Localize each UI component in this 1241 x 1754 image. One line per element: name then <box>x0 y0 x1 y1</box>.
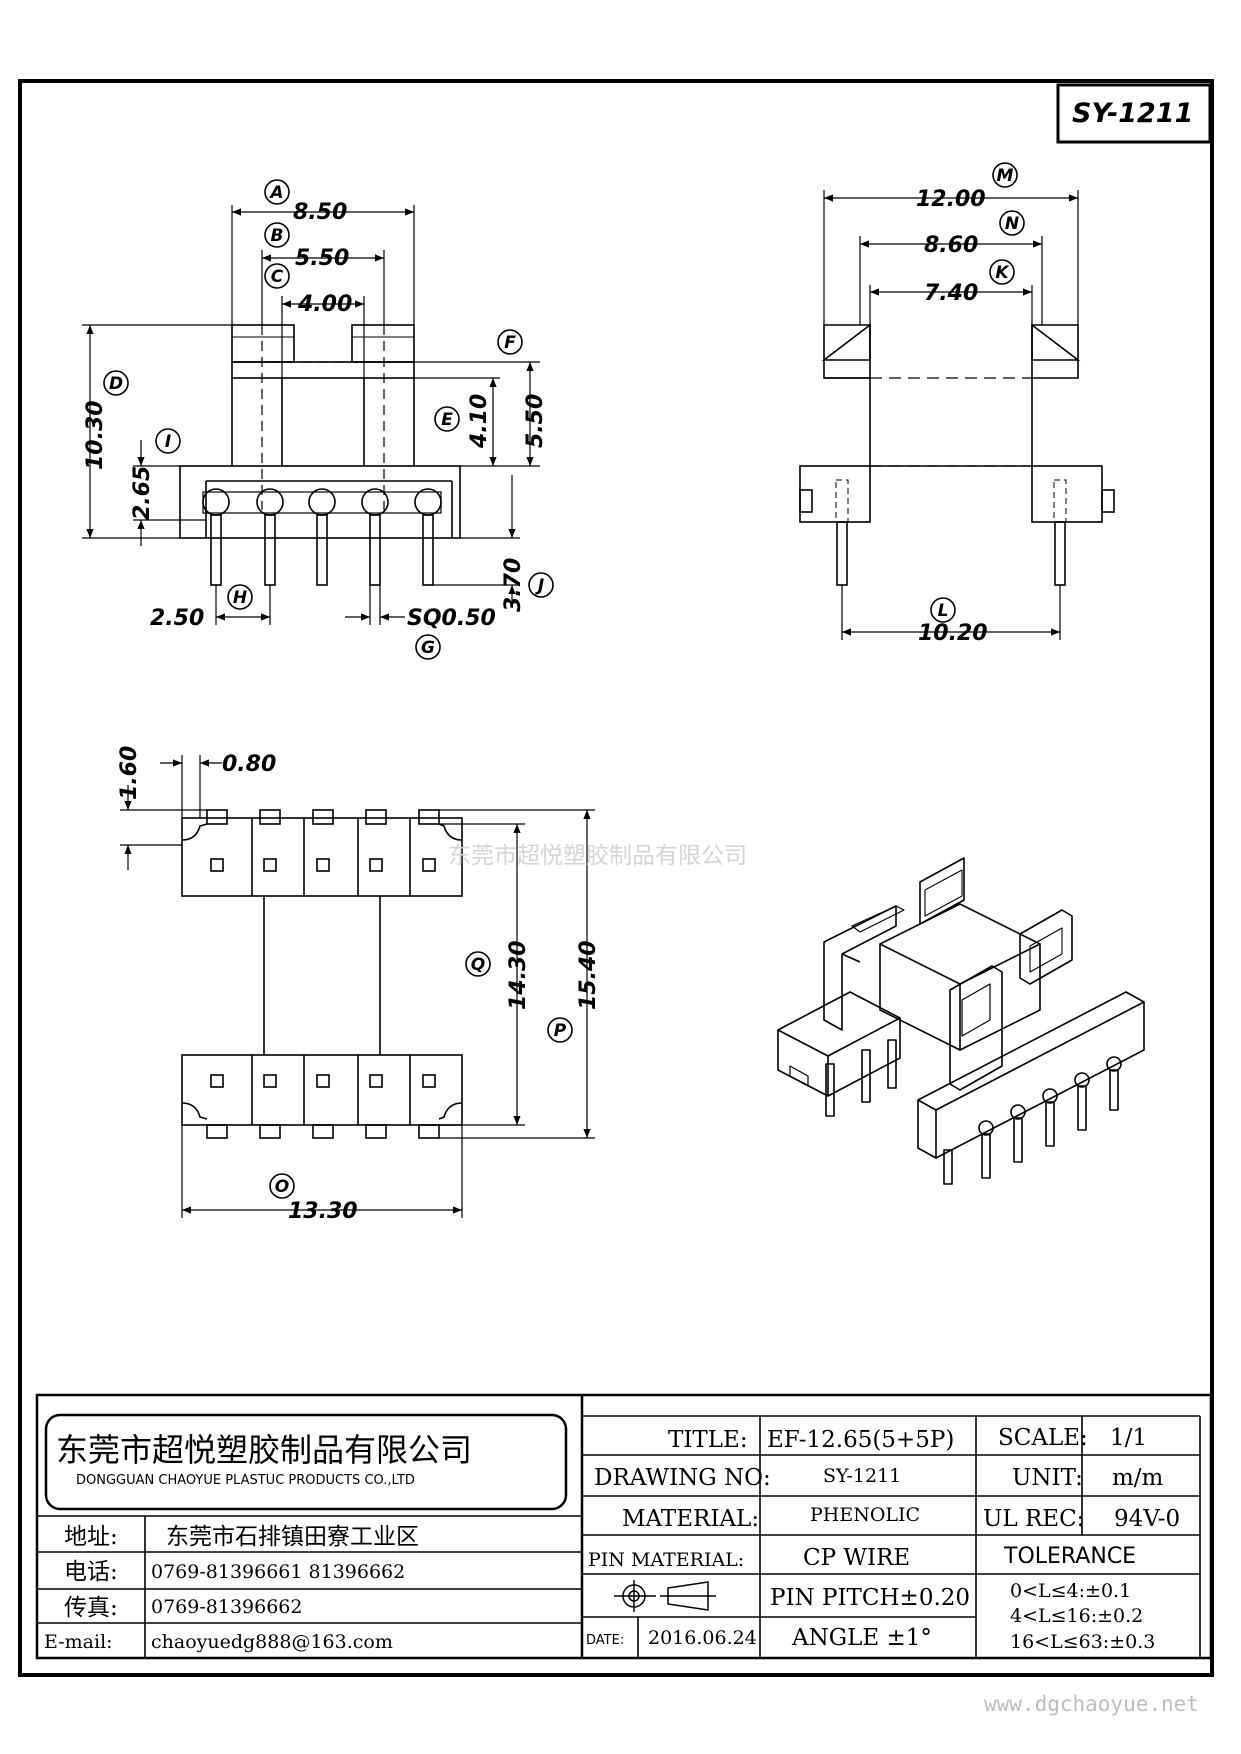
date-label: DATE: <box>586 1633 624 1648</box>
dim-a-value: 8.50 <box>293 200 347 225</box>
front-view-callout-letters: A B C D F E I J H G <box>109 183 544 658</box>
fax-value: 0769-81396662 <box>151 1596 302 1618</box>
angle: ANGLE ±1° <box>791 1625 932 1651</box>
callout-f: F <box>504 333 516 353</box>
dim-1-60-value: 1.60 <box>117 746 142 800</box>
dim-p-value: 15.40 <box>576 940 601 1010</box>
pin-material-value: CP WIRE <box>803 1545 910 1571</box>
ul-label: UL REC: <box>983 1506 1084 1532</box>
address-value: 东莞市石排镇田寮工业区 <box>166 1524 419 1550</box>
dim-b-value: 5.50 <box>295 246 349 271</box>
dim-f-value: 5.50 <box>523 394 548 448</box>
callout-a: A <box>268 183 283 203</box>
projection-symbol-icon <box>614 1580 716 1612</box>
address-label: 地址: <box>64 1524 118 1550</box>
side-view-callouts <box>930 162 1025 623</box>
callout-d: D <box>109 374 123 394</box>
watermark: 东莞市超悦塑胶制品有限公司 <box>448 843 747 869</box>
dim-k-value: 7.40 <box>924 281 978 306</box>
tel-label: 电话: <box>64 1559 118 1585</box>
drawing-no-value: SY-1211 <box>823 1465 901 1487</box>
dim-i-value: 2.65 <box>130 466 155 520</box>
callout-m: M <box>997 166 1014 186</box>
title-block-text: 东莞市超悦塑胶制品有限公司 DONGGUAN CHAOYUE PLASTUC P… <box>44 1425 1180 1653</box>
side-view-dimensions <box>823 190 1079 640</box>
dim-h-value: 2.50 <box>150 606 204 631</box>
drawing-no-label: DRAWING NO: <box>594 1465 771 1491</box>
front-view <box>179 324 461 586</box>
title-label: TITLE: <box>668 1427 748 1453</box>
callout-b: B <box>271 226 284 246</box>
side-view-dim-texts: 12.00 8.60 7.40 10.20 <box>916 187 988 646</box>
fax-label: 传真: <box>64 1595 118 1621</box>
material-value: PHENOLIC <box>810 1504 920 1526</box>
callout-c: C <box>271 267 284 287</box>
front-view-callouts <box>103 179 554 660</box>
callout-o: O <box>275 1177 289 1197</box>
material-label: MATERIAL: <box>622 1506 759 1532</box>
side-view-callout-letters: M N K L <box>938 166 1020 621</box>
unit-value: m/m <box>1112 1465 1164 1491</box>
dim-e-value: 4.10 <box>467 394 492 449</box>
callout-h: H <box>233 588 247 608</box>
tolerance-2: 4<L≤16:±0.2 <box>1010 1605 1143 1627</box>
callout-e: E <box>441 410 453 430</box>
top-view-dim-texts: 1.60 0.80 14.30 15.40 13.30 <box>117 746 601 1224</box>
isometric-view <box>777 857 1145 1185</box>
dim-g-value: SQ0.50 <box>407 606 496 631</box>
dim-c-value: 4.00 <box>297 292 352 317</box>
callout-g: G <box>421 638 435 658</box>
side-view <box>799 323 1115 586</box>
part-number: SY-1211 <box>1072 98 1193 129</box>
sheet-border <box>18 79 1214 1677</box>
callout-l: L <box>938 601 949 621</box>
dim-n-value: 8.60 <box>924 233 978 258</box>
tel-value: 0769-81396661 81396662 <box>151 1561 405 1583</box>
company-name-en: DONGGUAN CHAOYUE PLASTUC PRODUCTS CO.,LT… <box>76 1473 415 1488</box>
dim-j-value: 3.70 <box>501 558 526 612</box>
pin-pitch: PIN PITCH±0.20 <box>770 1585 970 1611</box>
dim-o-value: 13.30 <box>288 1199 358 1224</box>
top-view <box>181 809 463 1139</box>
front-view-dimensions <box>82 205 540 625</box>
dim-m-value: 12.00 <box>916 187 986 212</box>
tolerance-3: 16<L≤63:±0.3 <box>1010 1631 1155 1653</box>
date-value: 2016.06.24 <box>648 1627 757 1649</box>
top-view-dimensions <box>120 755 595 1218</box>
scale-label: SCALE: <box>998 1425 1088 1451</box>
company-name-cn: 东莞市超悦塑胶制品有限公司 <box>56 1431 472 1469</box>
dim-0-80-value: 0.80 <box>222 752 276 777</box>
scale-value: 1/1 <box>1110 1425 1147 1451</box>
dim-l-value: 10.20 <box>918 621 988 646</box>
top-view-callouts <box>269 951 573 1199</box>
pin-material-label: PIN MATERIAL: <box>588 1549 744 1571</box>
callout-q: Q <box>471 955 485 975</box>
website: www.dgchaoyue.net <box>984 1692 1199 1716</box>
unit-label: UNIT: <box>1012 1465 1083 1491</box>
callout-j: J <box>535 576 544 596</box>
callout-i: I <box>165 432 171 452</box>
part-number-box <box>1056 83 1212 144</box>
tolerance-1: 0<L≤4:±0.1 <box>1010 1580 1131 1602</box>
email-value: chaoyuedg888@163.com <box>151 1631 393 1653</box>
callout-k: K <box>995 263 1010 283</box>
title-value: EF-12.65(5+5P) <box>767 1427 954 1453</box>
email-label: E-mail: <box>44 1631 113 1653</box>
tolerance-label: TOLERANCE <box>1003 1544 1136 1569</box>
ul-value: 94V-0 <box>1114 1506 1180 1532</box>
dim-d-value: 10.30 <box>83 400 108 470</box>
callout-n: N <box>1005 214 1019 234</box>
front-view-dim-texts: 8.50 5.50 4.00 10.30 2.65 5.50 4.10 3.70… <box>83 200 548 631</box>
top-view-callout-letters: Q P O <box>275 955 567 1197</box>
title-block <box>35 1393 1213 1660</box>
callout-p: P <box>554 1021 567 1041</box>
dim-q-value: 14.30 <box>506 940 531 1010</box>
